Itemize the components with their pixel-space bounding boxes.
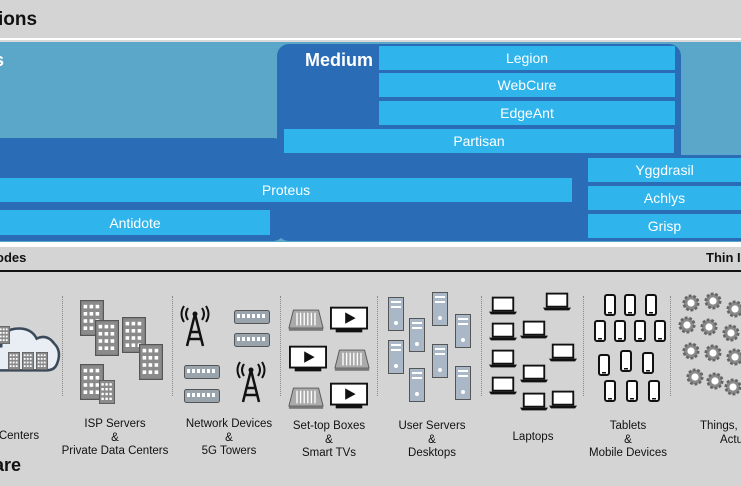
tablets-icon (594, 294, 666, 402)
framework-proteus: Proteus (0, 178, 572, 202)
framework-partisan: Partisan (284, 129, 674, 153)
framework-antidote: Antidote (0, 210, 270, 235)
isp-servers-icon (80, 300, 163, 404)
device-divider (481, 296, 482, 396)
network-devices-icon (180, 304, 270, 404)
data-centers-icon (0, 326, 61, 372)
device-label-things: Things,Actu (700, 420, 741, 446)
device-label-tablets: Tablets&Mobile Devices (589, 420, 667, 459)
device-divider (583, 296, 584, 396)
hardware-label: are (0, 455, 22, 475)
device-label-user-servers: User Servers&Desktops (398, 420, 466, 459)
medium-tier-label: Medium (305, 50, 374, 70)
device-icons (0, 292, 741, 412)
thin-nodes-label: Thin I (706, 250, 741, 265)
framework-achlys: Achlys (588, 186, 741, 210)
applications-title: ions (0, 9, 38, 30)
high-tier-label: s (0, 50, 4, 71)
framework-webcure: WebCure (379, 73, 675, 97)
framework-grisp: Grisp (588, 214, 741, 238)
laptops-icon (489, 292, 577, 412)
device-label-set-top-boxes: Set-top Boxes&Smart TVs (292, 420, 366, 459)
applications-header-band (0, 0, 741, 40)
nodes-label: odes (0, 250, 27, 265)
separator-line (0, 242, 741, 247)
device-label-data-centers: Centers (0, 430, 40, 442)
things-icon (678, 292, 741, 396)
device-label-laptops: Laptops (512, 431, 554, 443)
device-label-network-devices: Network Devices&5G Towers (185, 418, 273, 457)
user-servers-icon (388, 292, 471, 402)
device-divider (172, 296, 173, 396)
device-divider (670, 296, 671, 396)
framework-yggdrasil: Yggdrasil (588, 158, 741, 182)
set-top-boxes-icon (288, 306, 370, 410)
hardware-band (0, 247, 741, 486)
device-divider (62, 296, 63, 396)
nodes-rule (0, 270, 741, 272)
device-divider (280, 296, 281, 396)
device-label-isp-servers: ISP Servers&Private Data Centers (61, 418, 169, 457)
framework-edgeant: EdgeAnt (379, 101, 675, 125)
device-divider (377, 296, 378, 396)
framework-legion: Legion (379, 46, 675, 70)
